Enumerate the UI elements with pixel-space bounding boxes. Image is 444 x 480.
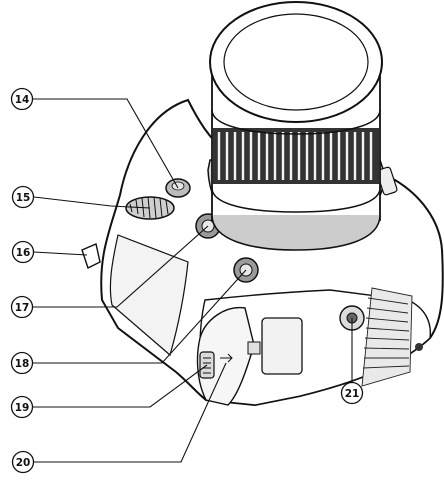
leader-19 [33,364,208,408]
callout-21: 21 [340,381,364,405]
callout-20-label: 20 [16,457,31,469]
callout-17-label: 17 [15,302,30,314]
callout-17: 17 [10,295,34,319]
focus-ring [213,128,379,184]
callout-15: 15 [11,185,35,209]
callout-19: 19 [10,395,34,419]
leader-15 [33,196,151,209]
callout-14: 14 [10,87,34,111]
grip-face [109,234,189,357]
callout-16-label: 16 [16,247,31,259]
lens-cap-icon [209,1,383,123]
callout-18: 18 [10,351,34,375]
callout-20: 20 [11,450,35,474]
battery-cover [196,306,255,406]
callout-15-label: 15 [16,192,31,204]
callout-14-label: 14 [15,94,30,106]
leader-18 [33,269,247,364]
leader-16 [33,251,88,256]
latch-arrow-icon [220,353,233,363]
lens-mid-band [211,187,381,213]
rubber-foot [415,343,423,351]
callout-18-label: 18 [15,358,30,370]
strap-lug [81,243,101,269]
callout-21-label: 21 [345,388,360,400]
connector-panel [261,317,303,375]
leader-20 [34,362,227,463]
lens-bottom-edge [211,214,381,251]
callout-19-label: 19 [15,402,30,414]
leader-14 [33,98,179,189]
callout-16: 16 [11,240,35,264]
speaker-grille [361,287,413,387]
battery-cover-hinge [247,341,261,355]
leader-lines [33,98,353,463]
lens-upper-band [211,109,381,135]
leader-17 [33,225,209,308]
